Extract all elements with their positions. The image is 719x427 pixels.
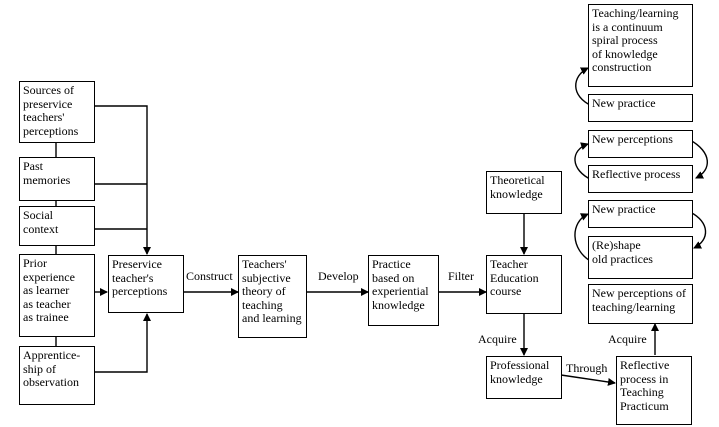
box-reshape-old-practices: (Re)shape old practices [588,236,693,279]
box-practice-experiential-knowledge: Practice based on experiential knowledge [368,255,439,326]
spiral-arrow-reflective-to-new-perceptions [574,142,593,181]
box-social-context: Social context [19,206,95,246]
box-sources-of-perceptions: Sources of preservice teachers' percepti… [19,81,95,143]
box-new-practice-upper: New practice [588,94,693,122]
label-filter: Filter [448,269,474,283]
edge-sources-to-perceptions [94,105,151,255]
box-preservice-perceptions: Preservice teacher's perceptions [108,255,184,313]
box-past-memories: Past memories [19,157,95,201]
spiral-arrow-new-practice-to-continuum [575,67,593,107]
box-new-practice-lower: New practice [588,200,693,228]
box-new-perceptions: New perceptions [588,130,693,158]
edge-apprenticeship-to-perceptions [94,313,151,373]
box-prior-experience: Prior experience as learner as teacher a… [19,254,95,337]
box-teacher-education-course: Teacher Education course [486,255,562,314]
spiral-arrow-new-perceptions-to-reflective [689,139,708,179]
edge-through [560,374,616,386]
box-continuum-spiral: Teaching/learning is a continuum spiral … [588,4,693,87]
box-apprenticeship-of-observation: Apprentice- ship of observation [19,346,95,405]
label-acquire-right: Acquire [608,332,647,346]
box-subjective-theory: Teachers' subjective theory of teaching … [238,255,307,338]
box-new-perceptions-teaching-learning: New perceptions of teaching/learning [588,284,693,324]
spiral-arrow-new-practice-to-reshape [689,211,707,249]
box-theoretical-knowledge: Theoretical knowledge [486,171,562,214]
label-through: Through [566,361,608,375]
label-acquire-left: Acquire [478,332,517,346]
box-reflective-process-practicum: Reflective process in Teaching Practicum [616,356,692,425]
box-professional-knowledge: Professional knowledge [486,356,562,399]
box-reflective-process: Reflective process [588,165,693,193]
label-develop: Develop [318,269,359,283]
spiral-arrow-reshape-to-new-practice [574,213,593,263]
label-construct: Construct [186,269,233,283]
